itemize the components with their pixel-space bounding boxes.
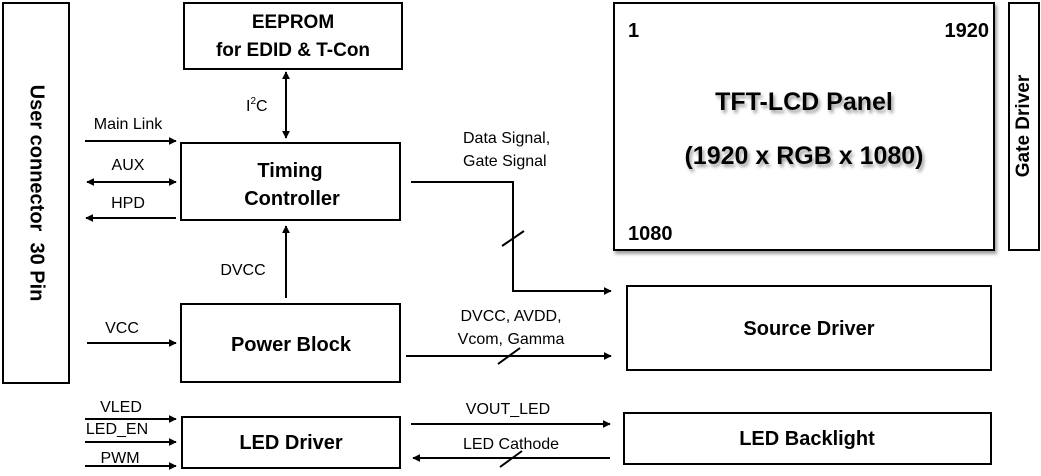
power-signals-label-line1: DVCC, AVDD, — [460, 308, 561, 325]
timing-controller-sublabel: Controller — [244, 188, 340, 210]
timing-controller-block: Timing Controller — [180, 142, 401, 221]
led-backlight-block: LED Backlight — [623, 412, 992, 465]
aux-label: AUX — [112, 157, 145, 174]
i2c-label: I2C — [246, 96, 268, 115]
eeprom-block: EEPROM for EDID & T-Con — [183, 2, 403, 70]
panel-corner-top-left: 1 — [628, 20, 639, 42]
bus-slash-marker — [501, 230, 525, 247]
led-driver-block: LED Driver — [181, 416, 401, 469]
panel-corner-bottom-left: 1080 — [628, 223, 673, 245]
power-block-label: Power Block — [231, 334, 352, 356]
gate-driver-block: Gate Driver — [1008, 2, 1040, 251]
data-signal-label: Data Signal, — [463, 130, 550, 147]
led-backlight-label: LED Backlight — [739, 428, 875, 450]
tft-lcd-panel-block: 1 1920 1080 TFT-LCD Panel (1920 x RGB x … — [613, 2, 995, 251]
cathode-bus-slash-marker — [499, 450, 523, 468]
pwm-label: PWM — [100, 450, 139, 467]
power-signals-label-line2: Vcom, Gamma — [458, 331, 565, 348]
user-connector-block: User connector 30 Pin — [2, 2, 70, 384]
led-cathode-label: LED Cathode — [463, 436, 559, 453]
power-bus-slash-marker — [497, 347, 521, 365]
eeprom-sublabel: for EDID & T-Con — [216, 40, 370, 61]
eeprom-label: EEPROM — [252, 12, 334, 33]
panel-resolution: (1920 x RGB x 1080) — [684, 142, 923, 170]
source-driver-label: Source Driver — [743, 318, 874, 340]
hpd-label: HPD — [111, 195, 145, 212]
led-driver-label: LED Driver — [239, 432, 343, 454]
source-driver-block: Source Driver — [626, 285, 992, 371]
user-connector-label: User connector 30 Pin — [26, 85, 48, 302]
panel-title: TFT-LCD Panel — [715, 88, 893, 116]
power-block: Power Block — [180, 303, 401, 383]
timing-controller-label: Timing — [257, 160, 322, 182]
led-en-label: LED_EN — [86, 421, 148, 438]
gate-signal-label: Gate Signal — [463, 153, 547, 170]
panel-corner-top-right: 1920 — [945, 20, 990, 42]
gate-driver-label: Gate Driver — [1013, 74, 1034, 177]
vcc-label: VCC — [105, 320, 139, 337]
vled-label: VLED — [100, 399, 142, 416]
dvcc-label: DVCC — [220, 262, 265, 279]
main-link-label: Main Link — [94, 116, 163, 133]
vout-led-label: VOUT_LED — [466, 401, 550, 418]
data-gate-signal-bus — [411, 181, 612, 295]
